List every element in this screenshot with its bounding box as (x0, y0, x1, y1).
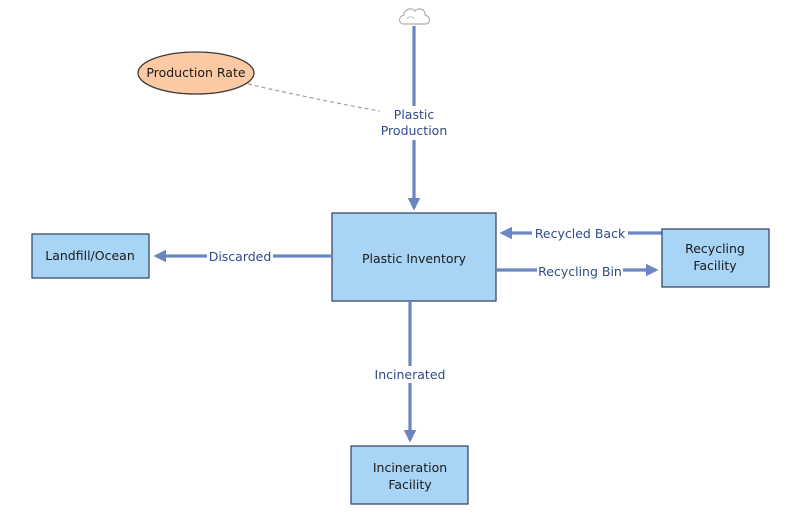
plastic-production-label-line2: Production (381, 123, 448, 138)
recycled-back-label-text: Recycled Back (535, 226, 626, 241)
incinerated-label-text: Incinerated (375, 367, 446, 382)
incinerated-label: Incinerated (368, 366, 452, 383)
plastic-inventory-label: Plastic Inventory (362, 251, 467, 266)
discarded-label: Discarded (207, 248, 273, 265)
incineration-facility-stock[interactable]: Incineration Facility (350, 445, 469, 505)
recycling-bin-label: Recycling Bin (537, 263, 623, 280)
production-rate-node[interactable]: Production Rate (137, 51, 255, 95)
landfill-ocean-label: Landfill/Ocean (45, 248, 135, 263)
recycled-back-label: Recycled Back (532, 225, 628, 242)
cloud-icon (398, 8, 431, 25)
plastic-inventory-stock[interactable]: Plastic Inventory (331, 212, 497, 302)
recycling-facility-stock[interactable]: Recycling Facility (661, 228, 770, 288)
plastic-production-label-line1: Plastic (394, 107, 435, 122)
incineration-facility-label-line2: Facility (388, 477, 432, 492)
recycling-bin-label-text: Recycling Bin (538, 264, 622, 279)
discarded-label-text: Discarded (209, 249, 272, 264)
incineration-facility-label-line1: Incineration (373, 460, 447, 475)
plastic-production-label: Plastic Production (380, 106, 450, 140)
recycling-facility-label-line1: Recycling (685, 241, 745, 256)
landfill-ocean-stock[interactable]: Landfill/Ocean (31, 233, 150, 279)
production-rate-label: Production Rate (146, 65, 245, 80)
recycling-facility-label-line2: Facility (693, 258, 737, 273)
